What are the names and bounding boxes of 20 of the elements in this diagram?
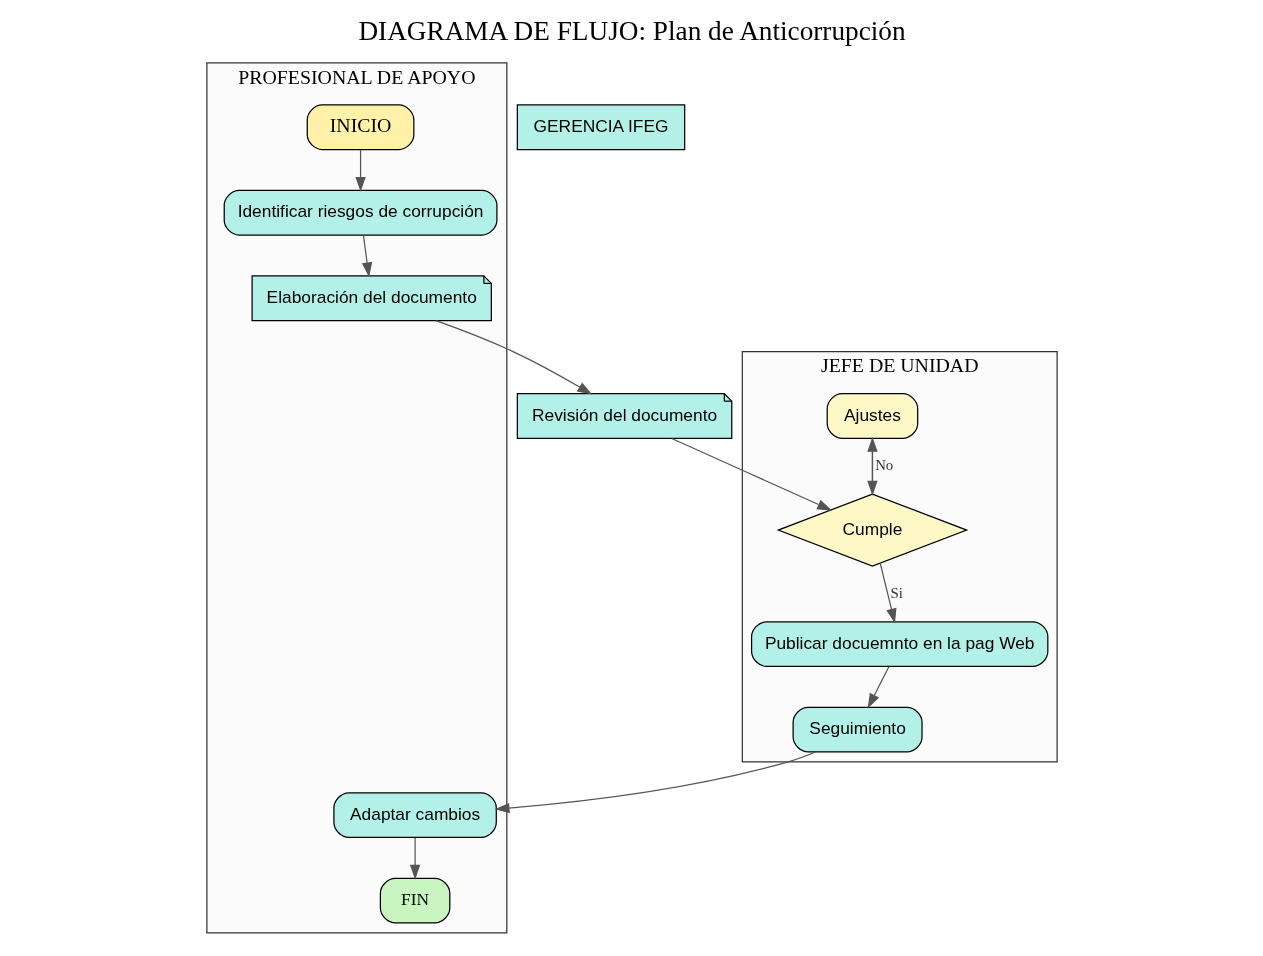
arrow: [354, 149, 366, 192]
edge-label: No: [874, 457, 893, 474]
node-box: Identificar riesgos de corrupción: [223, 189, 497, 236]
arrow: [879, 562, 896, 624]
node-box: Ajustes: [826, 393, 918, 439]
arrow: [670, 437, 832, 511]
node-box: FIN: [379, 877, 450, 924]
arrow: [434, 320, 592, 395]
arrow: [867, 666, 889, 709]
node-box: GERENCIA IFEG: [516, 104, 685, 151]
arrow: [409, 837, 420, 880]
arrow: [361, 234, 372, 278]
edge-label: Si: [889, 584, 903, 601]
diagram-title: DIAGRAMA DE FLUJO: Plan de Anticorrupción: [357, 15, 906, 46]
node-box: INICIO: [306, 104, 414, 151]
node-box: Adaptar cambios: [332, 792, 497, 839]
node-box: Publicar docuemnto en la pag Web: [750, 621, 1048, 667]
arrow: [494, 751, 816, 814]
node-diamond: Cumple: [776, 493, 968, 567]
node-box: Seguimiento: [792, 706, 923, 753]
